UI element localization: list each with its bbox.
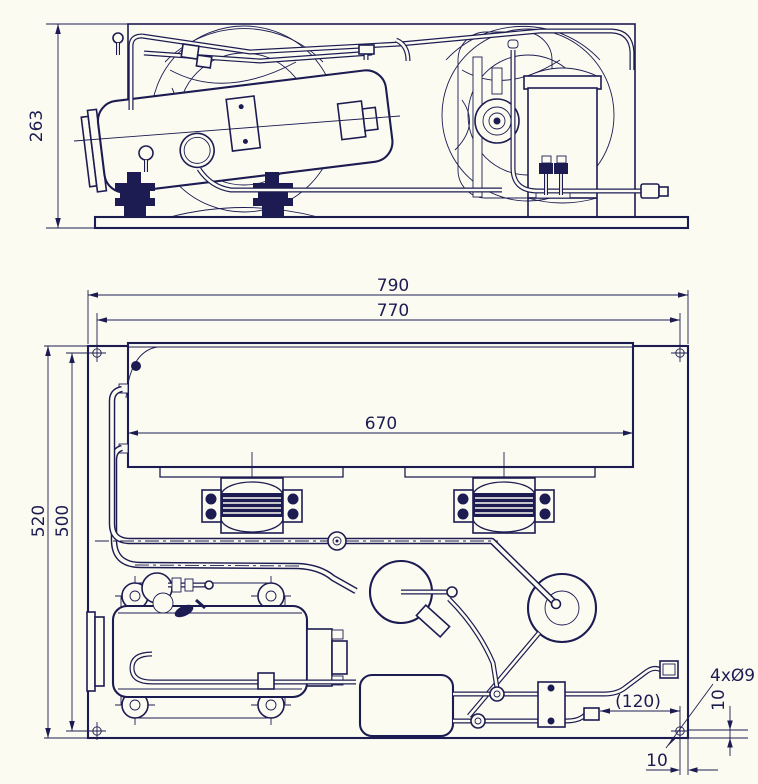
- pipe-grommet: [489, 686, 505, 702]
- terminal-box: [358, 673, 455, 738]
- pipe-grommet: [470, 713, 486, 729]
- dim-790-label: 790: [377, 276, 409, 296]
- dim-500-label: 500: [53, 505, 73, 537]
- compressor-centerline: [73, 115, 401, 142]
- dim-overall-width: 790: [87, 276, 689, 344]
- plan-fan-motor-2: [453, 452, 555, 534]
- vibration-mount-left: [115, 172, 155, 217]
- plan-fan-motor-1: [201, 452, 303, 534]
- dim-120-label: (120): [615, 692, 661, 712]
- dim-670-label: 670: [365, 414, 397, 434]
- side-base-plate: [93, 215, 690, 230]
- dim-263-label: 263: [27, 110, 47, 142]
- dim-10-bottom-label: 10: [646, 751, 668, 771]
- service-fitting: [640, 183, 660, 199]
- callout-4xd9-label: 4xØ9: [710, 666, 755, 686]
- dim-hole-span-width: 770: [96, 301, 681, 349]
- dim-side-height: 263: [27, 23, 128, 229]
- plan-view: 790 770 670 520: [29, 276, 755, 775]
- pipe-grommet: [327, 531, 347, 551]
- pipe-end-fitting-upper: [659, 660, 679, 679]
- pipe-clamp: [257, 672, 275, 690]
- pipe-end-fitting-lower: [583, 707, 600, 721]
- dim-hole-span-depth: 500: [53, 352, 92, 732]
- side-piping: [112, 31, 669, 199]
- plan-compressor: [86, 572, 348, 725]
- dim-520-label: 520: [29, 505, 49, 537]
- dim-hole-offset-bottom-edge: 10: [688, 689, 748, 756]
- plan-condenser: [118, 341, 635, 478]
- side-receiver-cylinder: [523, 67, 602, 217]
- dim-overall-depth: 520: [29, 345, 87, 739]
- pipe-cap: [507, 39, 519, 49]
- callout-mount-holes: 4xØ9: [665, 666, 755, 749]
- side-view: 263: [27, 23, 690, 230]
- vibration-mount-right: [253, 172, 293, 217]
- pipe-nub: [550, 598, 562, 610]
- mount-hole: [88, 722, 106, 740]
- dim-10-right-label: 10: [709, 689, 729, 711]
- valve-plate: [537, 681, 566, 728]
- service-valves: [535, 155, 571, 199]
- dim-condenser-width: 670: [128, 414, 633, 436]
- dim-770-label: 770: [377, 301, 409, 321]
- side-fan-motor-hub: [474, 98, 520, 144]
- dim-pipe-end-offset: (120): [600, 692, 681, 775]
- dim-hole-offset-right-edge: 10: [646, 738, 718, 775]
